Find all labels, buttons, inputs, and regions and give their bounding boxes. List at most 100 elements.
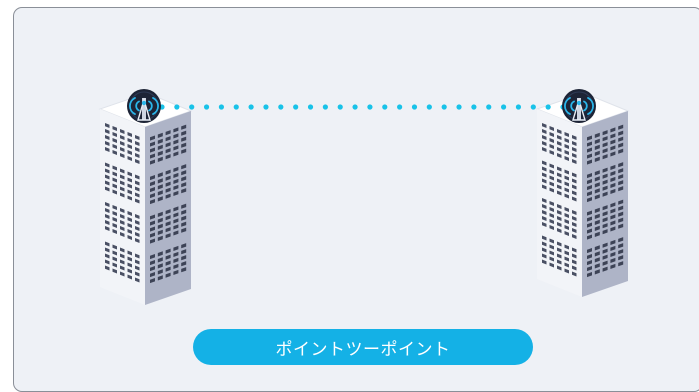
building-window [587, 197, 592, 203]
building-window [181, 148, 187, 154]
building-window [594, 263, 600, 269]
building-window [610, 251, 616, 258]
building-window [564, 250, 569, 256]
antenna-tower [572, 97, 586, 121]
building-window [112, 217, 117, 222]
building-window [602, 136, 608, 142]
building-window [165, 175, 171, 181]
building-window [618, 255, 624, 261]
building-window [105, 202, 110, 207]
building-window [127, 250, 132, 256]
building-window [587, 191, 592, 197]
building-window [173, 133, 179, 139]
building-window [150, 220, 155, 226]
building-window [127, 183, 132, 189]
building-window [173, 224, 179, 230]
building-window [112, 132, 117, 137]
building-window [602, 167, 608, 173]
building-window [112, 244, 117, 250]
antenna-wave [129, 97, 136, 115]
link-dot [426, 104, 432, 110]
link-dot [322, 104, 328, 110]
building-window [135, 271, 140, 277]
building-window [157, 217, 163, 223]
building-window [165, 130, 171, 136]
building-window [602, 254, 608, 260]
building-window [112, 144, 117, 149]
building-window [572, 196, 577, 202]
building-window [542, 222, 547, 227]
building-window [618, 124, 624, 130]
building-window [557, 152, 562, 158]
building-window [602, 205, 608, 211]
building-window [572, 259, 577, 265]
building-window [157, 263, 163, 269]
building-window [594, 207, 600, 213]
building-window [112, 171, 117, 177]
building-window [150, 260, 155, 266]
building-window [127, 216, 132, 222]
building-window [120, 253, 125, 259]
building-window [150, 135, 155, 141]
building-window [542, 210, 547, 215]
building-window [173, 263, 179, 270]
building-window [173, 166, 179, 173]
building-window [618, 205, 624, 211]
link-dot [307, 104, 314, 110]
building-window [564, 224, 569, 230]
building-window [105, 213, 110, 219]
right-building-icon [535, 92, 630, 297]
building-window [150, 153, 155, 159]
building-window [549, 181, 554, 187]
antenna-wave [564, 97, 571, 115]
building-window [549, 150, 554, 155]
link-dot [515, 104, 522, 110]
building-window [120, 186, 125, 192]
building-window [564, 155, 569, 161]
building-window [542, 259, 547, 265]
building-window [105, 253, 110, 259]
building-window [594, 194, 600, 200]
building-window [181, 182, 187, 188]
link-dot [174, 104, 180, 110]
link-dot [382, 104, 388, 110]
building-window [135, 186, 140, 192]
building-window [564, 149, 569, 155]
building-window [165, 272, 171, 278]
building-window [610, 127, 616, 133]
building-window [150, 141, 155, 147]
building-window [105, 147, 110, 152]
building-window [135, 141, 140, 146]
building-window [564, 206, 569, 212]
building-window [587, 141, 592, 147]
building-window [120, 247, 125, 253]
building-window [120, 174, 125, 180]
building-window [542, 247, 547, 253]
building-window [165, 154, 171, 160]
building-window [542, 253, 547, 259]
building-window [150, 254, 155, 260]
caption-badge: ポイントツーポイント [193, 329, 533, 365]
antenna-wave [570, 100, 575, 112]
building-window [173, 184, 179, 191]
building-window [564, 256, 569, 262]
building-window [557, 166, 562, 172]
building-window [112, 262, 117, 268]
building-window [618, 130, 624, 136]
building-window [127, 234, 132, 240]
building-window [618, 148, 624, 154]
antenna-wave [135, 100, 140, 112]
building-window [157, 235, 163, 241]
building-window [557, 227, 562, 233]
building-window [610, 257, 616, 264]
building-window [135, 213, 140, 219]
building-window [557, 178, 562, 184]
building-window [594, 132, 600, 138]
building-window [557, 134, 562, 140]
building-window [105, 162, 110, 168]
building-window [542, 160, 547, 166]
building-window [105, 225, 110, 231]
building-window [564, 181, 569, 187]
building-window [173, 127, 179, 133]
building-window [112, 150, 117, 155]
